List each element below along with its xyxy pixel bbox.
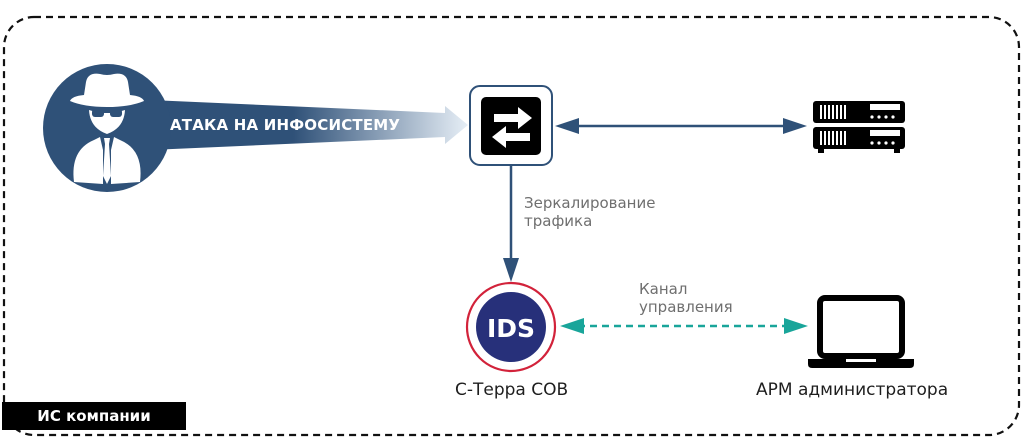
server-rack-icon [813,101,905,153]
management-channel-label-line2: управления [639,298,733,316]
company-boundary [2,15,1021,437]
boundary-label: ИС компании [2,402,186,430]
mirror-traffic-arrow [503,165,519,282]
management-channel-link [560,318,808,334]
attack-label: АТАКА НА ИНФОСИСТЕМУ [170,116,401,134]
mirror-traffic-label-line2: трафика [524,212,593,230]
management-channel-label: Канал управления [639,280,733,316]
workstation-caption: АРМ администратора [756,380,949,400]
switch-icon [469,85,553,166]
ids-icon-text: IDS [487,314,535,343]
mirror-traffic-label-line1: Зеркалирование [524,194,656,212]
hacker-icon [43,64,171,192]
ids-icon: IDS [465,281,557,373]
mirror-traffic-label: Зеркалирование трафика [524,194,655,230]
switch-server-link [555,118,807,134]
attack-arrow [150,100,468,150]
laptop-icon [808,295,914,368]
management-channel-label-line1: Канал [639,280,688,298]
ids-caption: С-Терра СОВ [455,380,569,400]
